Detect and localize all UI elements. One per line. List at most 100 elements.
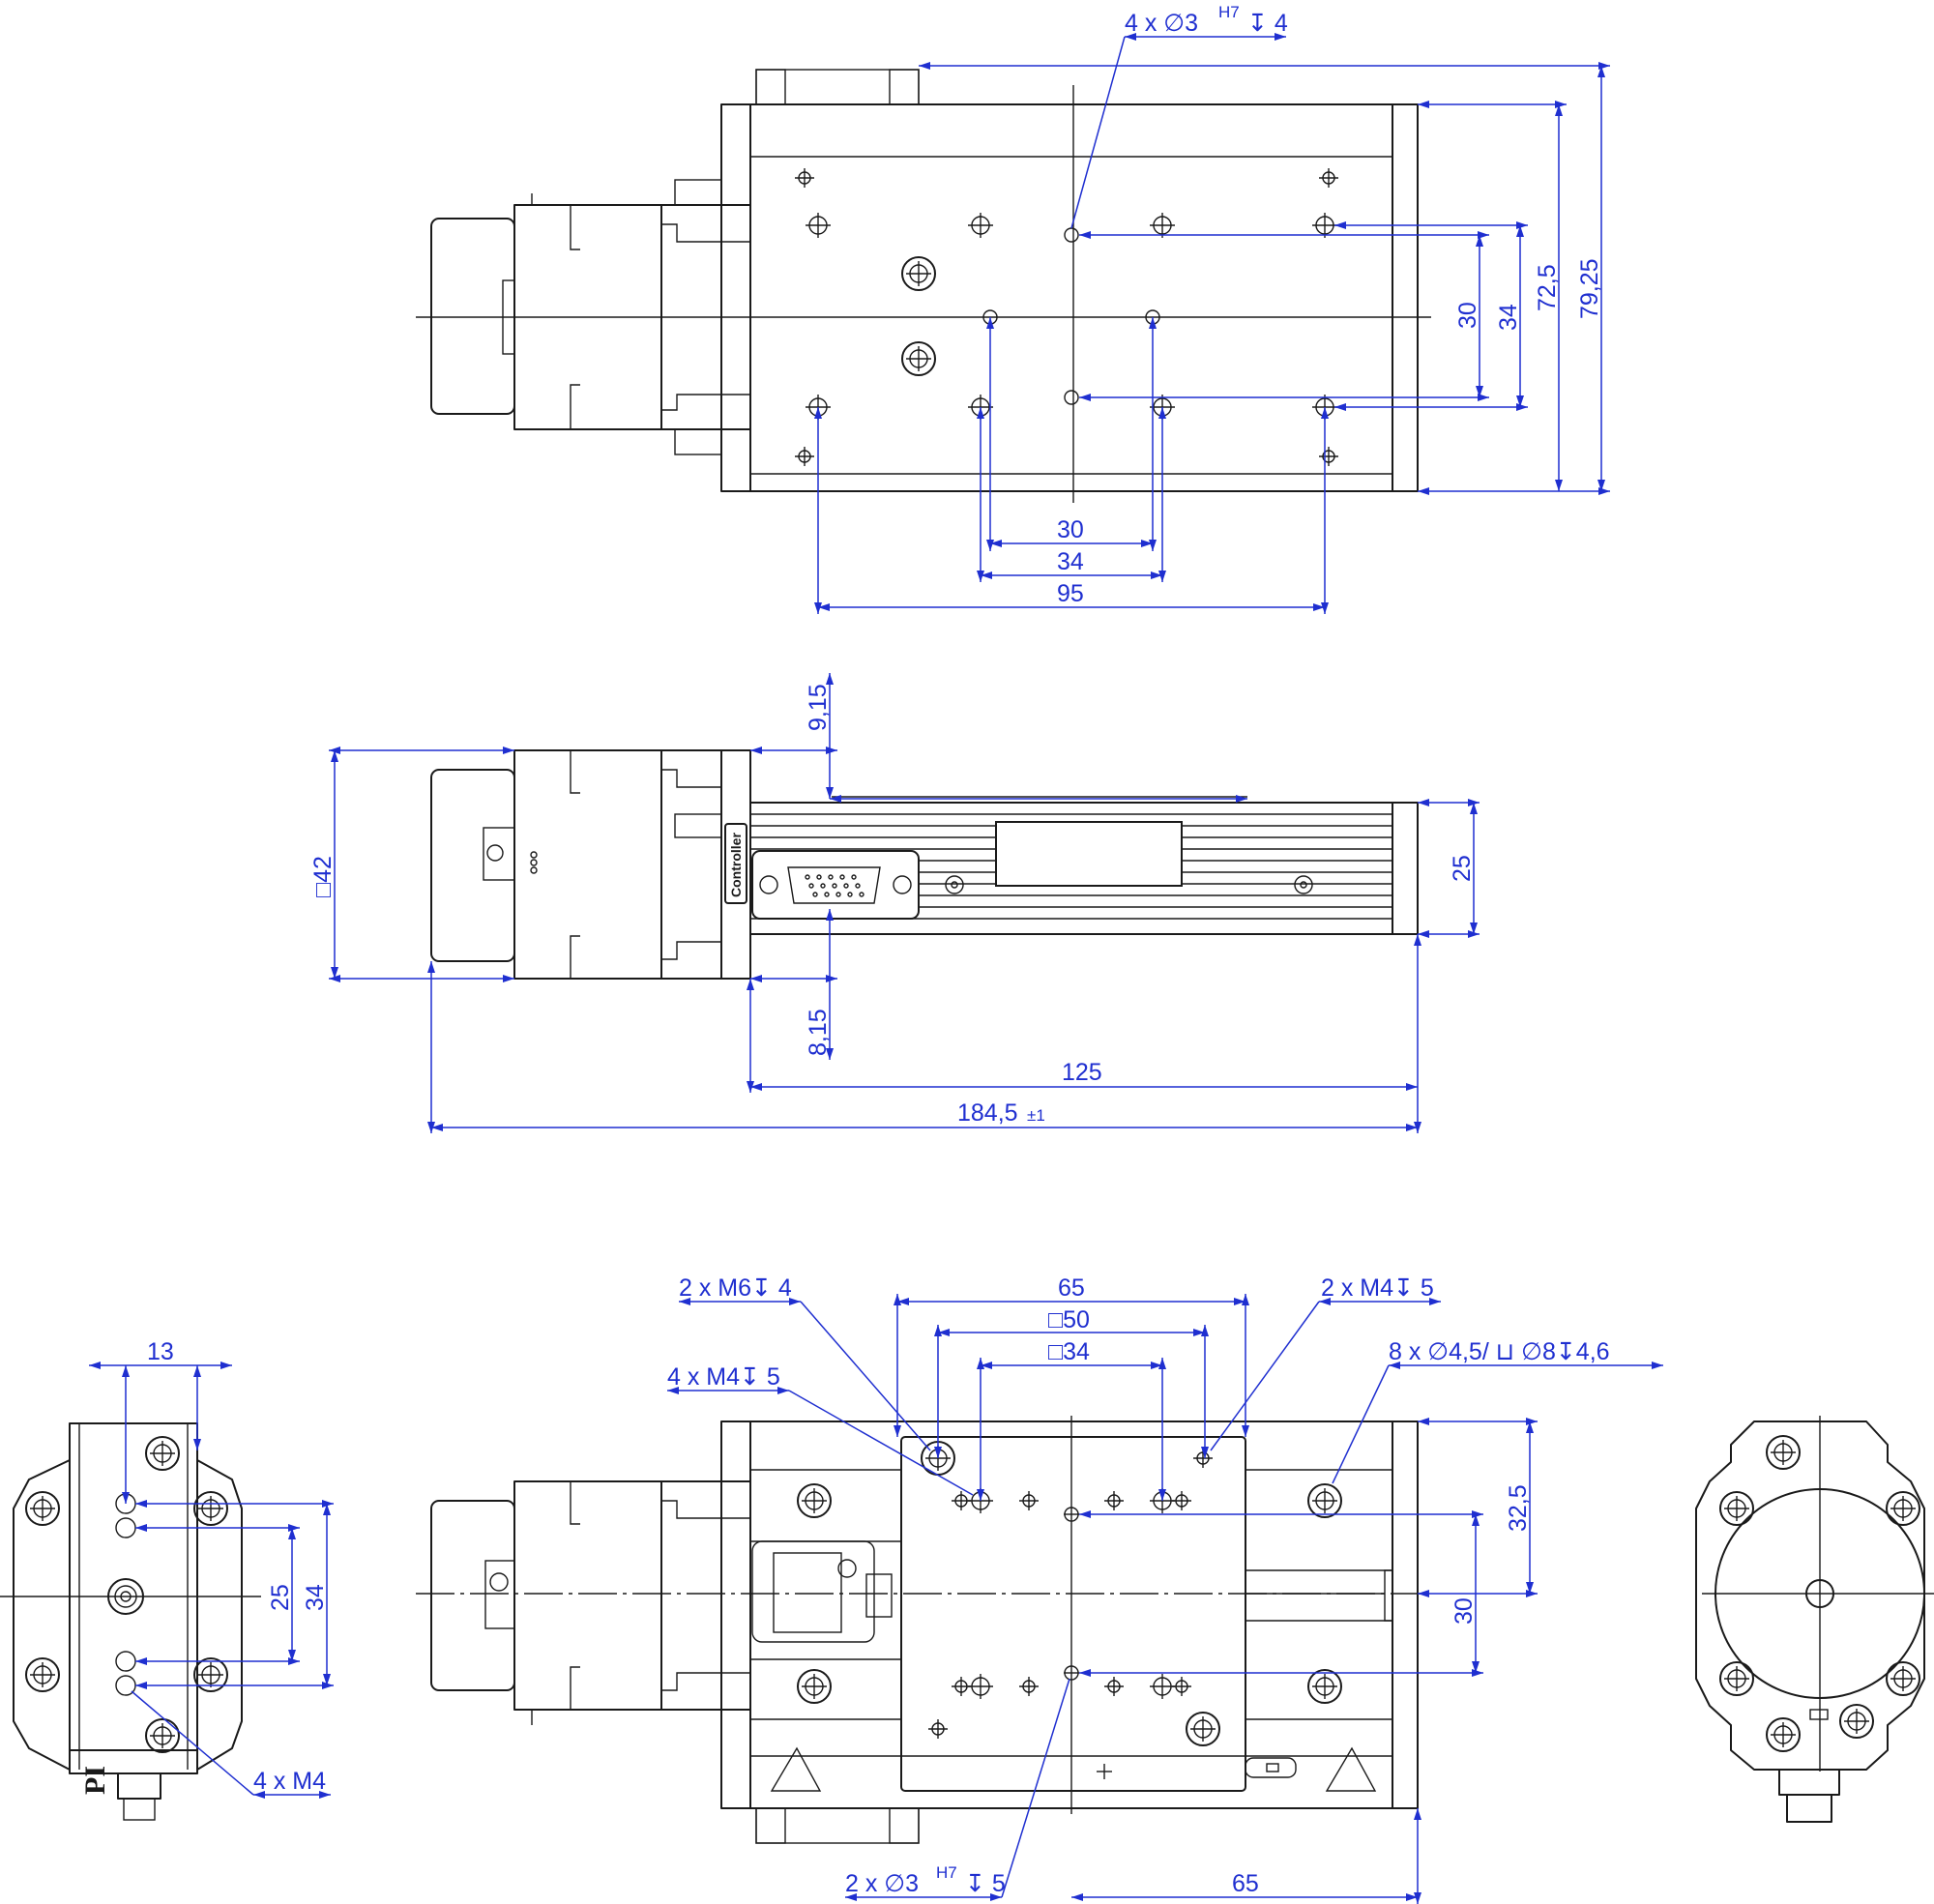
dimension-arrow xyxy=(1201,1325,1209,1336)
dimension-arrow xyxy=(1555,101,1567,108)
dim-square-42: □42 xyxy=(309,856,337,897)
dimension-arrow xyxy=(1516,221,1528,229)
dimension-arrow xyxy=(1242,1294,1249,1305)
svg-text:↧ 4: ↧ 4 xyxy=(1247,10,1288,37)
dimension-arrow xyxy=(1158,1489,1166,1501)
dim-72-5: 72,5 xyxy=(1534,264,1561,311)
dimension-arrow xyxy=(1418,487,1429,495)
dimension-arrow xyxy=(1149,317,1157,329)
dimension-arrow xyxy=(1151,1362,1162,1369)
dimension-arrow xyxy=(1652,1362,1663,1369)
dimension-arrow xyxy=(135,1657,147,1665)
dimension-arrow xyxy=(747,979,754,990)
dim-95: 95 xyxy=(1057,580,1084,607)
dim-184-5: 184,5 xyxy=(957,1099,1018,1127)
dimension-arrow xyxy=(319,1791,331,1799)
dimension-arrow xyxy=(1125,33,1136,41)
dimension-arrow xyxy=(1597,66,1605,77)
dimension-arrow xyxy=(826,909,834,921)
dimension-arrow xyxy=(322,1682,334,1689)
bottom-stage-body xyxy=(720,1421,1419,1809)
dimension-arrow xyxy=(135,1500,147,1508)
dimension-arrow xyxy=(667,1387,679,1394)
side-view: Controller 9,15 □42 25 xyxy=(309,673,1480,1133)
dimension-arrow xyxy=(1470,803,1478,814)
dimension-arrow xyxy=(1242,1425,1249,1437)
dimension-arrow xyxy=(826,747,837,754)
dimension-arrow xyxy=(193,1439,201,1450)
dimension-arrow xyxy=(1079,394,1091,401)
side-view-dimensions: 9,15 □42 25 8,15 125 184,5 ±1 xyxy=(309,673,1480,1133)
dim-30-bottom: 30 xyxy=(1450,1597,1478,1625)
dim-34-front: 34 xyxy=(302,1584,329,1611)
dimension-arrow xyxy=(193,1365,201,1377)
dimension-arrow xyxy=(1472,1669,1483,1677)
dimension-arrow xyxy=(1478,394,1489,401)
dimension-arrow xyxy=(1597,480,1605,491)
dimension-arrow xyxy=(826,1048,834,1060)
dim-34-vertical: 34 xyxy=(1495,304,1522,331)
dimension-arrow xyxy=(986,540,994,551)
dimension-arrow xyxy=(288,1528,296,1539)
dim-13: 13 xyxy=(147,1338,174,1365)
callout-counterbore: 8 x ∅4,5/ ⊔ ∅8↧4,6 xyxy=(1389,1338,1610,1365)
dimension-arrow xyxy=(981,571,992,579)
front-view: PI 13 25 34 4 x M4 xyxy=(0,1338,334,1821)
dimension-arrow xyxy=(750,1083,762,1091)
callout-4xm4-front: 4 x M4 xyxy=(253,1768,326,1795)
dimension-arrow xyxy=(934,1325,942,1336)
top-view-dimensions: 4 x ∅3 H7 ↧ 4 30 34 72,5 79,25 xyxy=(814,3,1610,614)
dimension-arrow xyxy=(1079,1510,1091,1518)
dimension-arrow xyxy=(1472,1661,1480,1673)
slide-plate xyxy=(900,1436,1246,1792)
dimension-arrow xyxy=(977,571,984,582)
dimension-arrow xyxy=(1321,407,1329,419)
callout-4xm4-bottom: 4 x M4↧ 5 xyxy=(667,1363,780,1391)
dimension-arrow xyxy=(789,1298,801,1305)
dimension-arrow xyxy=(1526,1418,1538,1425)
dimension-arrow xyxy=(1334,221,1346,229)
dimension-arrow xyxy=(938,1329,950,1336)
dimension-arrow xyxy=(1079,1669,1091,1677)
dimension-arrow xyxy=(1478,231,1489,239)
dimension-arrow xyxy=(1414,934,1421,946)
dimension-arrow xyxy=(1158,407,1166,419)
dimension-arrow xyxy=(1472,1510,1483,1518)
dimension-arrow xyxy=(845,1893,857,1901)
dimension-arrow xyxy=(1418,1590,1429,1597)
dimension-arrow xyxy=(331,967,338,979)
dim-34-horizontal: 34 xyxy=(1057,548,1084,575)
pi-logo: PI xyxy=(79,1766,111,1795)
dimension-arrow xyxy=(1476,386,1483,397)
callout-2xm4: 2 x M4↧ 5 xyxy=(1321,1274,1434,1302)
dim-79-25: 79,25 xyxy=(1576,258,1603,319)
dimension-arrow xyxy=(1201,1447,1209,1458)
dimension-arrow xyxy=(1406,1124,1418,1131)
dimension-arrow xyxy=(826,975,837,982)
dimension-arrow xyxy=(288,1524,300,1532)
dim-25-front: 25 xyxy=(267,1584,294,1611)
dimension-arrow xyxy=(1234,1298,1245,1305)
dim-30-horizontal: 30 xyxy=(1057,516,1084,543)
dimension-arrow xyxy=(135,1524,147,1532)
dim-32-5: 32,5 xyxy=(1505,1484,1532,1532)
dim-125: 125 xyxy=(1062,1059,1102,1086)
dimension-arrow xyxy=(1598,487,1610,495)
dimension-arrow xyxy=(1151,571,1162,579)
dim-square-34: □34 xyxy=(1048,1338,1090,1365)
dim-65-bottom: 65 xyxy=(1232,1870,1259,1897)
svg-text:±1: ±1 xyxy=(1027,1106,1045,1125)
dimension-arrow xyxy=(1418,799,1429,806)
dimension-arrow xyxy=(826,673,834,685)
front-view-dimensions: 13 25 34 4 x M4 xyxy=(89,1338,334,1799)
dimension-arrow xyxy=(1313,603,1325,611)
stage-body xyxy=(720,103,1419,492)
dimension-arrow xyxy=(1476,235,1483,247)
svg-text:↧ 5: ↧ 5 xyxy=(965,1870,1006,1897)
dimension-arrow xyxy=(288,1657,300,1665)
dimension-arrow xyxy=(220,1362,232,1369)
callout-holes-top: 4 x ∅3 xyxy=(1125,10,1198,37)
dimension-arrow xyxy=(1406,1893,1418,1901)
dimension-arrow xyxy=(1470,923,1478,934)
dimension-arrow xyxy=(1429,1298,1441,1305)
